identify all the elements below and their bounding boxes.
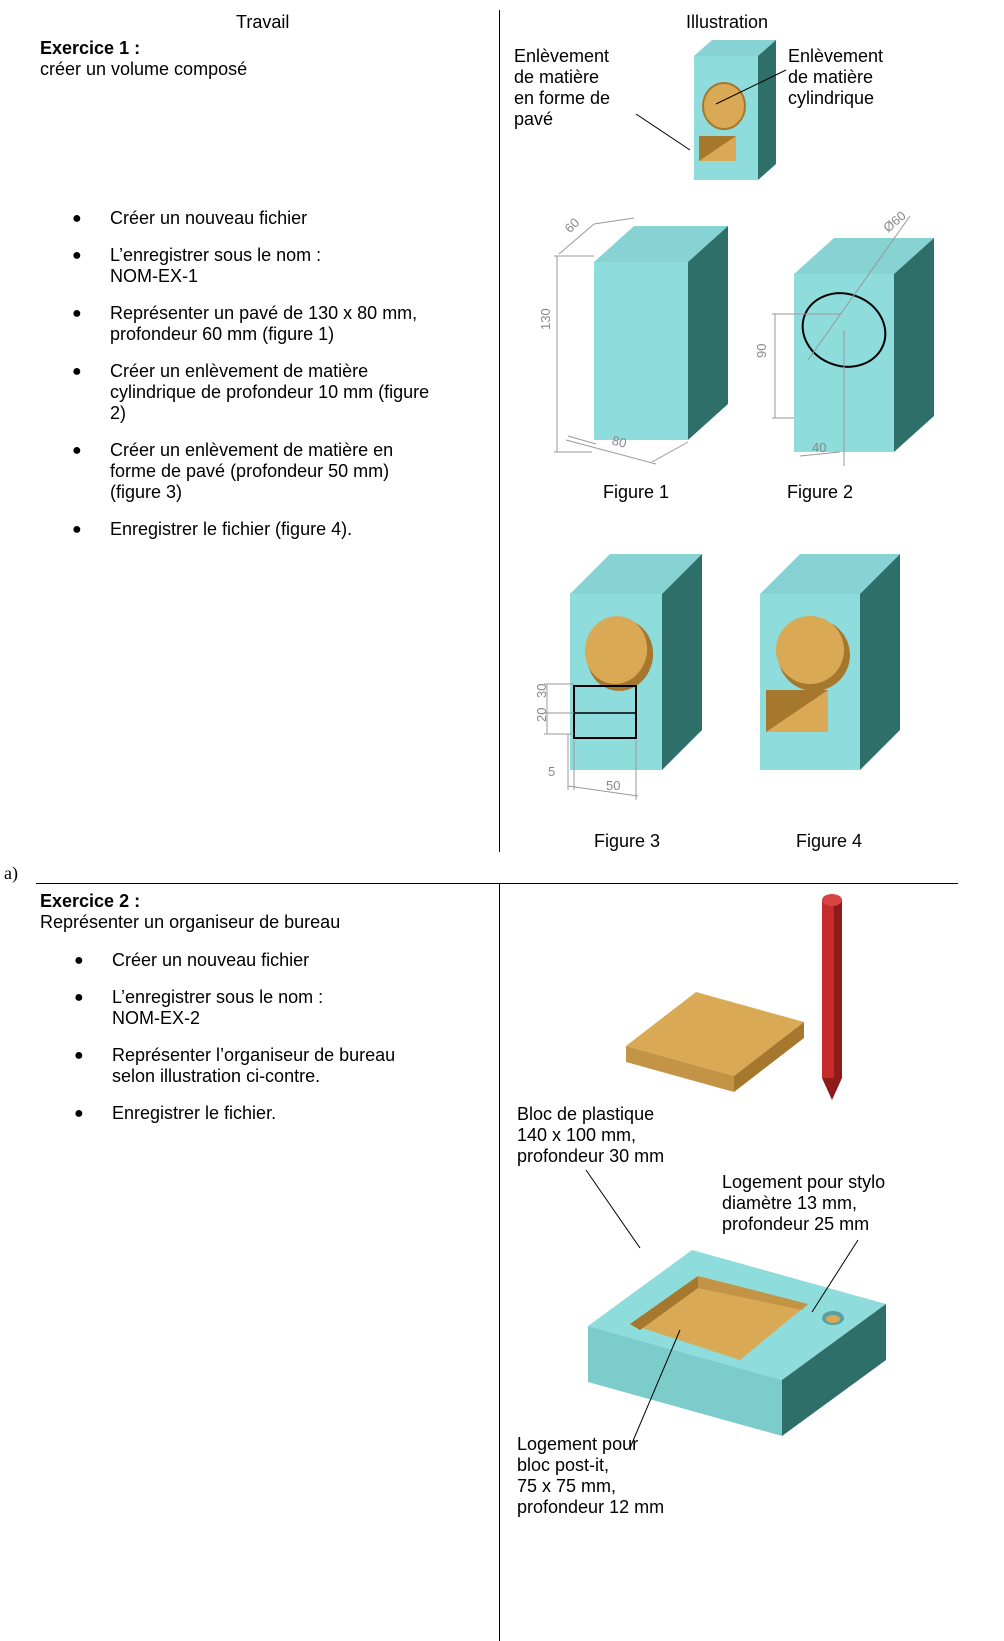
pen-icon — [822, 894, 842, 1100]
label-box-cut: Enlèvement de matière en forme de pavé — [514, 46, 610, 130]
figure1-illustration: 60 130 80 — [538, 215, 728, 465]
column-header-work: Travail — [236, 12, 290, 32]
label-line: de matière — [514, 67, 600, 87]
step-line: Créer un enlèvement de matière en — [110, 440, 394, 460]
fig3-dim-50: 50 — [606, 778, 620, 793]
exercise2-title: Exercice 2 : — [40, 891, 141, 911]
label-line: 75 x 75 mm, — [517, 1476, 617, 1496]
list-item: ● Enregistrer le fichier (figure 4). — [40, 519, 500, 540]
step-line: (figure 3) — [110, 482, 183, 502]
separator-label: a) — [4, 863, 18, 883]
figure3-caption: Figure 3 — [594, 831, 661, 851]
step-line: Représenter l’organiseur de bureau — [112, 1045, 396, 1065]
label-line: bloc post-it, — [517, 1455, 610, 1475]
label-line: Logement pour — [517, 1434, 639, 1454]
figure2-illustration: Ø60 90 40 — [754, 208, 934, 466]
figure3-illustration: 30 20 5 50 — [534, 554, 702, 800]
column-divider-bottom — [499, 884, 500, 1641]
bullet-icon: ● — [72, 521, 82, 538]
bullet-icon: ● — [74, 1105, 84, 1122]
figure2-caption: Figure 2 — [787, 482, 854, 502]
fig2-dim-vertical: 90 — [754, 344, 769, 358]
exercise2-subtitle: Représenter un organiseur de bureau — [40, 912, 341, 932]
section-separator — [36, 883, 958, 884]
bullet-icon: ● — [72, 363, 82, 380]
label-line: diamètre 13 mm, — [722, 1193, 858, 1213]
step-line: Créer un nouveau fichier — [110, 208, 308, 228]
step-line: forme de pavé (profondeur 50 mm) — [110, 461, 390, 481]
bullet-icon: ● — [72, 442, 82, 459]
step-line: selon illustration ci-contre. — [112, 1066, 321, 1086]
bullet-icon: ● — [72, 247, 82, 264]
fig1-dim-width: 80 — [610, 433, 628, 451]
label-line: pavé — [514, 109, 554, 129]
step-line: Enregistrer le fichier. — [112, 1103, 277, 1123]
exercise2-steps: ● Créer un nouveau fichier ● L’enregistrer… — [42, 950, 482, 1124]
exercise1-subtitle: créer un volume composé — [40, 59, 248, 79]
step-line: NOM-EX-2 — [112, 1008, 201, 1028]
step-line: profondeur 60 mm (figure 1) — [110, 324, 335, 344]
preview-block-illustration — [635, 40, 787, 180]
step-line: NOM-EX-1 — [110, 266, 199, 286]
fig3-dim-5: 5 — [548, 764, 555, 779]
label-line: Bloc de plastique — [517, 1104, 655, 1124]
bullet-icon: ● — [74, 952, 84, 969]
exercise2-block: Exercice 2 : Représenter un organiseur d… — [40, 891, 340, 933]
label-line: profondeur 30 mm — [517, 1146, 665, 1166]
bullet-icon: ● — [74, 1047, 84, 1064]
step-line: cylindrique de profondeur 10 mm (figure — [110, 382, 430, 402]
fig1-dim-height: 130 — [538, 308, 553, 330]
figure4-illustration — [760, 554, 900, 770]
label-line: Logement pour stylo — [722, 1172, 886, 1192]
list-item: ● L’enregistrer sous le nom :NOM-EX-1 — [40, 245, 500, 287]
bullet-icon: ● — [72, 210, 82, 227]
list-item: ● Représenter un pavé de 130 x 80 mm,prof… — [40, 303, 500, 345]
label-line: cylindrique — [788, 88, 875, 108]
column-header-illustration: Illustration — [686, 12, 769, 32]
fig3-dim-30: 30 — [534, 684, 549, 698]
step-line: Représenter un pavé de 130 x 80 mm, — [110, 303, 418, 323]
fig2-dim-horizontal: 40 — [812, 440, 826, 455]
bullet-icon: ● — [72, 305, 82, 322]
step-line: 2) — [110, 403, 127, 423]
exercise1-block: Exercice 1 : créer un volume composé — [40, 38, 247, 80]
label-line: profondeur 12 mm — [517, 1497, 665, 1517]
label-cylinder-cut: Enlèvement de matière cylindrique — [788, 46, 883, 109]
label-postit-housing: Logement pour bloc post-it, 75 x 75 mm, … — [517, 1434, 664, 1518]
label-line: 140 x 100 mm, — [517, 1125, 637, 1145]
figure4-caption: Figure 4 — [796, 831, 863, 851]
list-item: ● Enregistrer le fichier. — [42, 1103, 482, 1124]
fig3-dim-20: 20 — [534, 708, 549, 722]
exercise1-title: Exercice 1 : — [40, 38, 141, 58]
list-item: ● Créer un nouveau fichier — [42, 950, 482, 971]
list-item: ● Créer un nouveau fichier — [40, 208, 500, 229]
label-line: Enlèvement — [514, 46, 610, 66]
label-line: de matière — [788, 67, 874, 87]
label-line: Enlèvement — [788, 46, 884, 66]
step-line: L’enregistrer sous le nom : — [110, 245, 322, 265]
label-plastic-block: Bloc de plastique 140 x 100 mm, profonde… — [517, 1104, 664, 1167]
step-line: Créer un enlèvement de matière — [110, 361, 369, 381]
column-divider-top — [499, 10, 500, 852]
figure1-caption: Figure 1 — [603, 482, 670, 502]
label-line: profondeur 25 mm — [722, 1214, 870, 1234]
exercise1-steps: ● Créer un nouveau fichier ● L’enregistrer… — [40, 208, 500, 540]
label-line: en forme de — [514, 88, 611, 108]
step-line: L’enregistrer sous le nom : — [112, 987, 324, 1007]
step-line: Enregistrer le fichier (figure 4). — [110, 519, 353, 539]
step-line: Créer un nouveau fichier — [112, 950, 310, 970]
list-item: ● L’enregistrer sous le nom :NOM-EX-2 — [42, 987, 482, 1029]
label-pen-housing: Logement pour stylo diamètre 13 mm, prof… — [722, 1172, 885, 1235]
bullet-icon: ● — [74, 989, 84, 1006]
